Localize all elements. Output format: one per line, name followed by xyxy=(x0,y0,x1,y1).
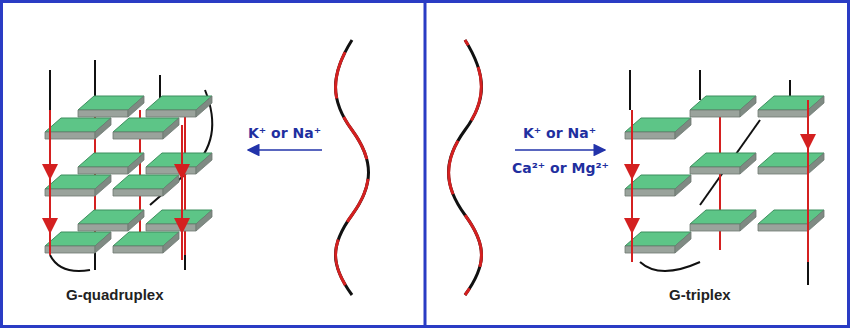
ion-condition: K⁺ or Na⁺ xyxy=(523,125,596,141)
unfolded-strand xyxy=(336,40,369,295)
unfolded-strand xyxy=(449,40,482,295)
quadruplex-front-strands xyxy=(50,110,182,260)
reaction-arrow xyxy=(515,149,605,151)
structure-name: G-triplex xyxy=(669,286,731,303)
quadruplex-tetrads xyxy=(45,96,212,253)
triplex-front-strands xyxy=(632,100,808,285)
divider xyxy=(424,0,427,328)
reaction-arrow xyxy=(248,149,322,151)
ion-condition: K⁺ or Na⁺ xyxy=(248,125,321,141)
structure-name: G-quadruplex xyxy=(66,286,164,303)
triplex-triads xyxy=(625,96,824,253)
ion-condition: Ca²⁺ or Mg²⁺ xyxy=(512,160,609,176)
